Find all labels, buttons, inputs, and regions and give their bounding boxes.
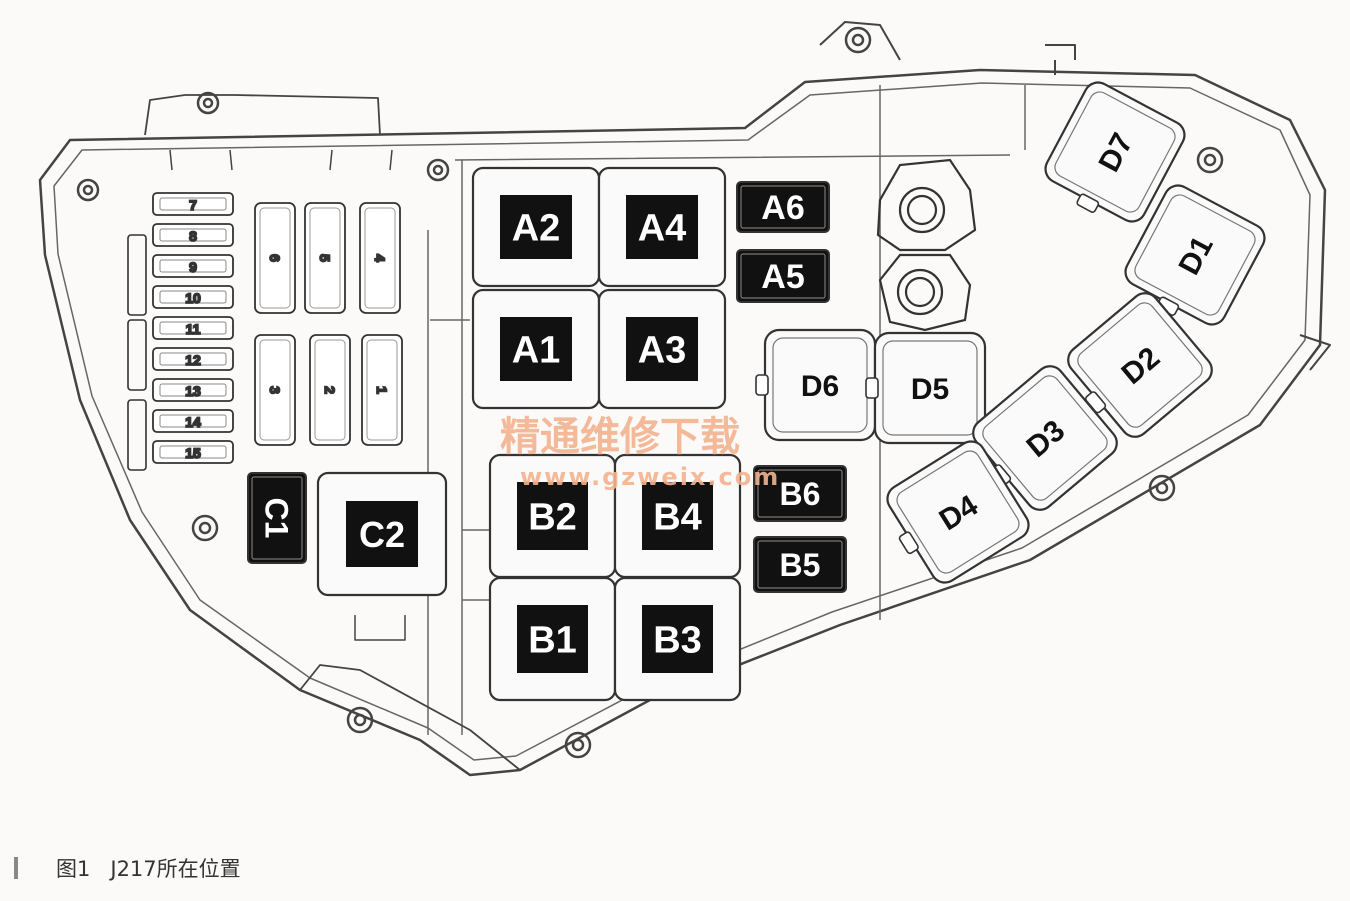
watermark-url: www.gzweix.com: [520, 463, 780, 491]
small-fuse-group: 7 8 9 10 11 12 13 14 15: [152, 192, 234, 464]
fuse-label: 10: [185, 290, 201, 306]
relay-label: B5: [780, 547, 821, 583]
relay-c2: C2: [316, 471, 448, 597]
mount-hole: [1196, 146, 1224, 174]
relay-d4: D4: [886, 440, 1030, 584]
relay-label: D5: [911, 373, 949, 406]
relay-a4: A4: [597, 166, 727, 288]
relay-b6: B6: [753, 465, 847, 522]
mount-hole: [564, 731, 592, 759]
fuse-label: 8: [189, 228, 197, 244]
fuse-5: 5: [304, 202, 346, 314]
relay-a5: A5: [736, 249, 830, 303]
relay-a2: A2: [471, 166, 601, 288]
fuse-label: 15: [185, 445, 201, 461]
fuse-label: 11: [186, 321, 201, 337]
mount-hole: [426, 158, 450, 182]
relay-a1: A1: [471, 288, 601, 410]
fuse-8: 8: [152, 223, 234, 247]
fuse-label: 9: [189, 259, 197, 275]
relay-d6: D6: [755, 328, 877, 442]
fuse-1: 1: [361, 334, 403, 446]
caption-figure-number: 图1: [56, 857, 91, 881]
fuse-label: 7: [189, 197, 197, 213]
fuse-label: 12: [185, 352, 201, 368]
mount-hole: [196, 91, 220, 115]
relay-label: A5: [761, 258, 804, 296]
fuse-4: 4: [359, 202, 401, 314]
relay-label: A4: [638, 208, 687, 250]
fuse-label: 3: [267, 386, 283, 394]
relay-label: B1: [528, 620, 577, 662]
fuse-15: 15: [152, 440, 234, 464]
relay-b5: B5: [753, 536, 847, 593]
mount-hole: [1148, 474, 1176, 502]
fuse-label: 1: [374, 386, 390, 394]
mount-hole: [76, 178, 100, 202]
mount-hole: [191, 514, 219, 542]
relay-d3: D3: [972, 365, 1118, 511]
fuse-11: 11: [152, 316, 234, 340]
fuse-12: 12: [152, 347, 234, 371]
housing-outline: [38, 68, 1327, 777]
relay-c1: C1: [247, 472, 307, 564]
fuse-10: 10: [152, 285, 234, 309]
large-fuse-group: 6 5 4 3 2 1: [254, 202, 403, 446]
fuse-label: 5: [317, 254, 333, 262]
relay-b1: B1: [488, 576, 617, 702]
relay-d5: D5: [865, 331, 987, 445]
fuse-14: 14: [152, 409, 234, 433]
fuse-6: 6: [254, 202, 296, 314]
relay-label: C2: [359, 514, 405, 555]
bolt-studs: [876, 158, 977, 332]
caption-text: J217所在位置: [110, 857, 241, 881]
relay-b3: B3: [613, 576, 742, 702]
fuse-2: 2: [309, 334, 351, 446]
relay-label: B3: [653, 620, 702, 662]
relay-label: A1: [512, 330, 561, 372]
relay-d1: D1: [1124, 184, 1266, 326]
relay-label: D6: [801, 370, 839, 403]
relay-label: C1: [258, 498, 294, 539]
fuse-label: 6: [267, 254, 283, 262]
fuse-label: 14: [185, 414, 201, 430]
relay-label: A3: [638, 330, 687, 372]
relay-label: A6: [761, 189, 804, 227]
fuse-13: 13: [152, 378, 234, 402]
fuse-3: 3: [254, 334, 296, 446]
relay-a6: A6: [736, 181, 830, 233]
figure-caption: 图1 J217所在位置: [14, 851, 241, 885]
relay-label: B6: [780, 476, 821, 512]
fuse-7: 7: [152, 192, 234, 216]
mount-hole: [346, 706, 374, 734]
relay-b2: B2: [488, 453, 617, 579]
caption-bar: [14, 857, 18, 879]
relay-a3: A3: [597, 288, 727, 410]
relay-label: A2: [512, 208, 561, 250]
relay-label: B4: [653, 497, 702, 539]
relay-d7: D7: [1044, 81, 1186, 223]
watermark-name: 精通维修下载: [500, 413, 740, 460]
fuse-label: 2: [322, 386, 338, 394]
relay-label: B2: [528, 497, 577, 539]
fuse-9: 9: [152, 254, 234, 278]
relay-d2: D2: [1067, 292, 1213, 438]
fuse-label: 13: [185, 383, 201, 399]
fuse-label: 4: [372, 254, 388, 262]
mount-hole: [844, 26, 872, 54]
